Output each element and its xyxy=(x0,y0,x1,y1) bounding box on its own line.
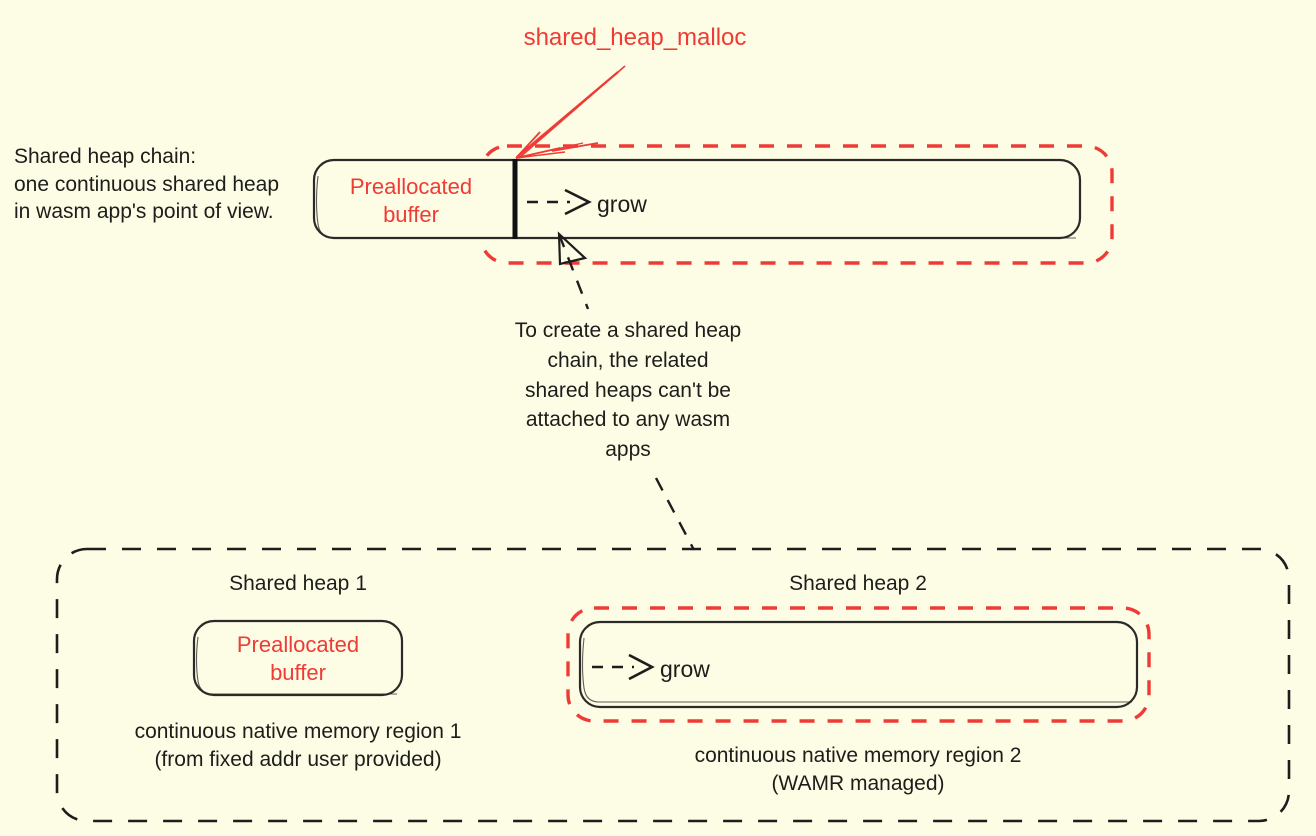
heap2-caption-line-1: continuous native memory region 2 xyxy=(694,744,1022,767)
shared-heap-malloc-callout-label: shared_heap_malloc xyxy=(523,24,747,51)
middle-note-line-5: apps xyxy=(605,438,651,462)
heap1-caption-line-1: continuous native memory region 1 xyxy=(134,720,462,743)
heap2-caption: continuous native memory region 2 (WAMR … xyxy=(658,742,1058,797)
heap1-box-label-line-2: buffer xyxy=(270,659,326,685)
left-caption-line-2: one continuous shared heap xyxy=(14,172,280,196)
heap2-caption-line-2: (WAMR managed) xyxy=(771,771,945,795)
callout-arrow-icon xyxy=(515,65,626,159)
middle-note-line-4: attached to any wasm xyxy=(525,408,731,432)
left-caption-line-3: in wasm app's point of view. xyxy=(14,200,274,224)
dashed-arrow-right-icon-bottom xyxy=(592,653,655,681)
heap2-title: Shared heap 2 xyxy=(789,572,927,595)
heap1-caption-line-2: (from fixed addr user provided) xyxy=(154,747,442,771)
top-grow-label: grow xyxy=(597,191,647,217)
middle-note-line-2: chain, the related xyxy=(547,348,709,372)
note-pointer-arrow-icon xyxy=(557,231,590,310)
top-preallocated-label: Preallocated buffer xyxy=(332,173,490,229)
left-caption-line-1: Shared heap chain: xyxy=(14,145,197,168)
heap1-caption: continuous native memory region 1 (from … xyxy=(98,718,498,773)
heap1-title: Shared heap 1 xyxy=(229,572,367,595)
heap2-red-dashed-region xyxy=(566,606,1151,723)
top-preallocated-label-line-2: buffer xyxy=(383,202,439,228)
dashed-arrow-right-icon-top xyxy=(527,188,592,216)
heap1-box-label-line-1: Preallocated xyxy=(236,632,360,657)
note-to-group-connector xyxy=(654,477,696,551)
middle-note-line-1: To create a shared heap xyxy=(514,319,742,342)
top-preallocated-label-line-1: Preallocated xyxy=(349,174,473,199)
heap1-box-label: Preallocated buffer xyxy=(194,631,402,686)
middle-note: To create a shared heap chain, the relat… xyxy=(478,316,778,465)
middle-note-line-3: shared heaps can't be xyxy=(525,378,731,402)
top-red-dashed-region xyxy=(479,144,1114,265)
heap2-grow-label: grow xyxy=(660,656,710,682)
left-caption: Shared heap chain: one continuous shared… xyxy=(14,143,314,226)
